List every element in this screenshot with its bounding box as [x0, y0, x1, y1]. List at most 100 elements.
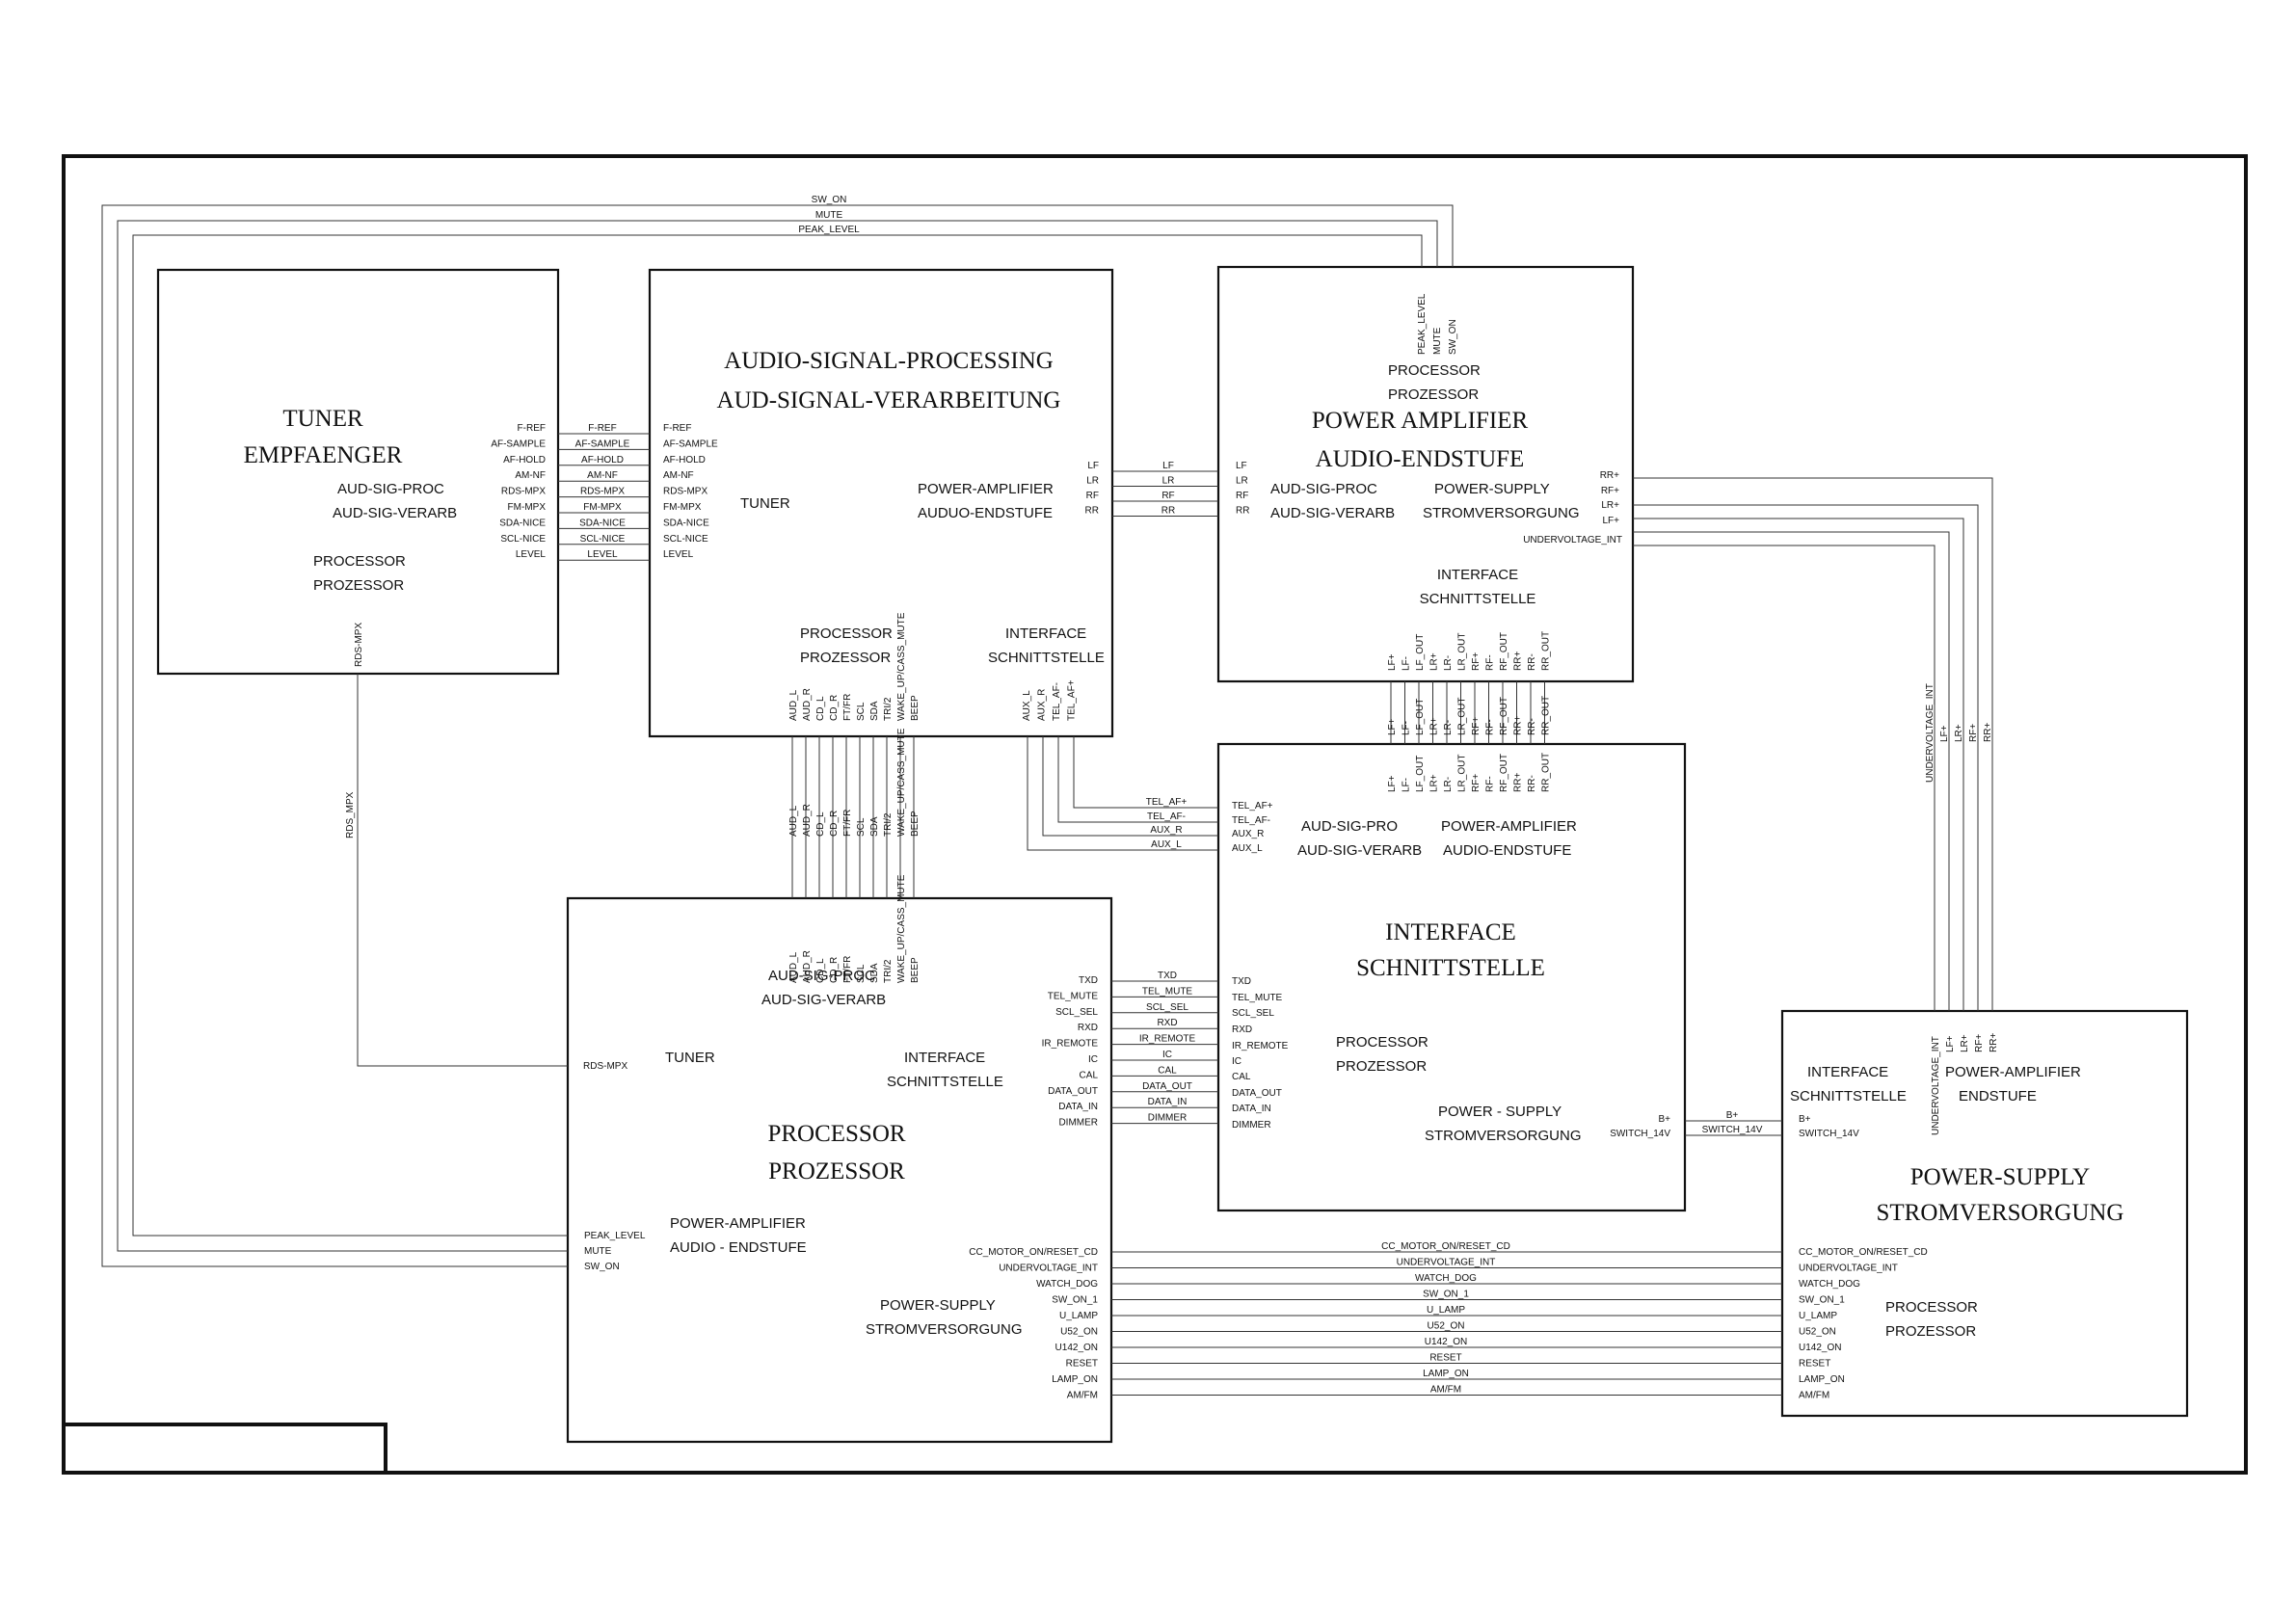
interface-pin-rr-out: RR_OUT	[1541, 753, 1552, 792]
interface-pin-rf-out: RF_OUT	[1499, 754, 1509, 792]
processor-sub-stromversorgung: STROMVERSORGUNG	[866, 1321, 1023, 1338]
net-switch-14v: SWITCH_14V	[1702, 1125, 1763, 1135]
wire-rds-mpx	[357, 674, 568, 1067]
amp-pin-lr: LR+	[1429, 652, 1440, 671]
amp-pin-lr: LR	[1236, 476, 1248, 487]
audio-pin-aux-r: AUX_R	[1037, 689, 1048, 721]
processor-pin-sw-on-1: SW_ON_1	[1052, 1295, 1098, 1306]
supply-pin-rf: RF+	[1974, 1034, 1985, 1052]
net-rf: RF	[1161, 491, 1174, 501]
amp-pin-lf: LF-	[1402, 656, 1412, 671]
wire-amp-supply	[1633, 531, 1950, 1011]
tuner-sub-aud-sig-proc: AUD-SIG-PROC	[337, 481, 444, 497]
audio-pin-wake-up-cass-mute: WAKE_UP/CASS_MUTE	[896, 612, 907, 721]
tuner-pin-sda-nice: SDA-NICE	[499, 518, 546, 528]
tuner-pin-scl-nice: SCL-NICE	[500, 534, 546, 545]
tuner-pin-rds-mpx: RDS-MPX	[354, 623, 364, 667]
net-lf-out: LF_OUT	[1415, 699, 1426, 735]
amp-pin-lf: LF+	[1387, 653, 1398, 671]
processor-title-processor: PROCESSOR	[767, 1121, 905, 1147]
processor-pin-mute: MUTE	[584, 1246, 612, 1257]
processor-sub-audio-endstufe: AUDIO - ENDSTUFE	[670, 1239, 807, 1256]
processor-pin-tel-mute: TEL_MUTE	[1048, 991, 1099, 1001]
audio-pin-rr: RR	[1085, 506, 1099, 517]
net-rxd: RXD	[1157, 1018, 1177, 1028]
supply-pin-lamp-on: LAMP_ON	[1799, 1374, 1845, 1385]
tuner-pin-fm-mpx: FM-MPX	[508, 502, 547, 513]
net-u142-on: U142_ON	[1425, 1337, 1467, 1347]
interface-sub-power-amplifier: POWER-AMPLIFIER	[1441, 818, 1577, 835]
amp-pin-lr-out: LR_OUT	[1457, 633, 1468, 671]
processor-sub-power-amplifier: POWER-AMPLIFIER	[670, 1215, 806, 1232]
supply-pin-switch-14v: SWITCH_14V	[1799, 1129, 1859, 1139]
processor-pin-sda: SDA	[869, 963, 880, 983]
amp-pin-rf: RF-	[1485, 654, 1496, 671]
tuner-pin-am-nf: AM-NF	[515, 470, 546, 481]
net-ft-fr: FT/FR	[842, 810, 853, 837]
amp-pin-lr: LR-	[1443, 655, 1454, 671]
amp-sub-aud-sig-proc: AUD-SIG-PROC	[1270, 481, 1377, 497]
net-u52-on: U52_ON	[1428, 1321, 1465, 1332]
interface-pin-tel-af: TEL_AF-	[1232, 815, 1270, 826]
wire-amp-supply	[1633, 545, 1936, 1011]
tuner-pin-f-ref: F-REF	[518, 423, 546, 434]
audio-pin-fm-mpx: FM-MPX	[663, 502, 702, 513]
audio-pin-sda: SDA	[869, 701, 880, 721]
net-aud-l: AUD_L	[788, 805, 799, 837]
processor-sub-aud-sig-proc: AUD-SIG-PROC	[768, 968, 875, 984]
supply-sub-schnittstelle: SCHNITTSTELLE	[1790, 1088, 1907, 1104]
amp-pin-lf: LF	[1236, 461, 1247, 471]
audio-pin-tel-af: TEL_AF-	[1052, 682, 1062, 721]
interface-pin-ic: IC	[1232, 1056, 1241, 1067]
tuner-sub-prozessor: PROZESSOR	[313, 577, 404, 594]
amp-sub-processor: PROCESSOR	[1388, 362, 1481, 379]
audio-pin-lr: LR	[1086, 476, 1099, 487]
net-rf: RF-	[1485, 719, 1496, 735]
audio-signal-processing-block	[648, 268, 1114, 738]
processor-sub-aud-sig-verarb: AUD-SIG-VERARB	[761, 992, 886, 1008]
amp-pin-rf: RF+	[1601, 486, 1619, 496]
interface-title-schnittstelle: SCHNITTSTELLE	[1356, 955, 1545, 981]
net-undervoltage-int: UNDERVOLTAGE_INT	[1925, 683, 1936, 783]
net-lr: LR-	[1443, 720, 1454, 735]
net-lf: LF+	[1387, 718, 1398, 735]
audio-pin-af-sample: AF-SAMPLE	[663, 439, 718, 449]
audio-pin-level: LEVEL	[663, 549, 694, 560]
processor-pin-beep: BEEP	[910, 957, 921, 983]
net-aux-l: AUX_L	[1151, 839, 1182, 850]
interface-pin-switch-14v: SWITCH_14V	[1610, 1129, 1670, 1139]
supply-pin-u52-on: U52_ON	[1799, 1327, 1836, 1338]
audio-pin-scl: SCL	[856, 702, 867, 721]
amp-pin-lf-out: LF_OUT	[1415, 634, 1426, 671]
amp-title-audio-endstufe: AUDIO-ENDSTUFE	[1316, 446, 1525, 472]
processor-pin-cc-motor-on-reset-cd: CC_MOTOR_ON/RESET_CD	[969, 1247, 1098, 1258]
net-fm-mpx: FM-MPX	[583, 502, 622, 513]
interface-pin-lf: LF+	[1387, 775, 1398, 792]
audio-pin-beep: BEEP	[910, 695, 921, 721]
audio-pin-f-ref: F-REF	[663, 423, 691, 434]
net-sda-nice: SDA-NICE	[579, 518, 626, 528]
amp-pin-rf-out: RF_OUT	[1499, 632, 1509, 671]
net-b: B+	[1726, 1110, 1739, 1121]
audio-pin-sda-nice: SDA-NICE	[663, 518, 709, 528]
interface-pin-lf-out: LF_OUT	[1415, 756, 1426, 792]
processor-pin-peak-level: PEAK_LEVEL	[584, 1231, 646, 1241]
net-aud-r: AUD_R	[802, 804, 813, 837]
processor-pin-wake-up-cass-mute: WAKE_UP/CASS_MUTE	[896, 874, 907, 983]
net-lamp-on: LAMP_ON	[1423, 1369, 1469, 1379]
interface-sub-aud-sig-pro: AUD-SIG-PRO	[1301, 818, 1398, 835]
net-rf: RF+	[1968, 724, 1979, 742]
tuner-sub-processor: PROCESSOR	[313, 553, 406, 570]
processor-pin-sw-on: SW_ON	[584, 1262, 620, 1272]
processor-pin-ir-remote: IR_REMOTE	[1042, 1039, 1099, 1050]
interface-pin-dimmer: DIMMER	[1232, 1120, 1271, 1131]
interface-sub-stromversorgung: STROMVERSORGUNG	[1425, 1128, 1582, 1144]
interface-pin-lr: LR+	[1429, 774, 1440, 792]
tuner-title-tuner: TUNER	[282, 406, 363, 432]
interface-pin-ir-remote: IR_REMOTE	[1232, 1041, 1289, 1051]
interface-block	[1216, 742, 1687, 1212]
processor-pin-u52-on: U52_ON	[1060, 1327, 1098, 1338]
net-undervoltage-int: UNDERVOLTAGE_INT	[1397, 1258, 1496, 1268]
amp-sub-stromversorgung: STROMVERSORGUNG	[1423, 505, 1580, 521]
processor-pin-lamp-on: LAMP_ON	[1052, 1374, 1098, 1385]
